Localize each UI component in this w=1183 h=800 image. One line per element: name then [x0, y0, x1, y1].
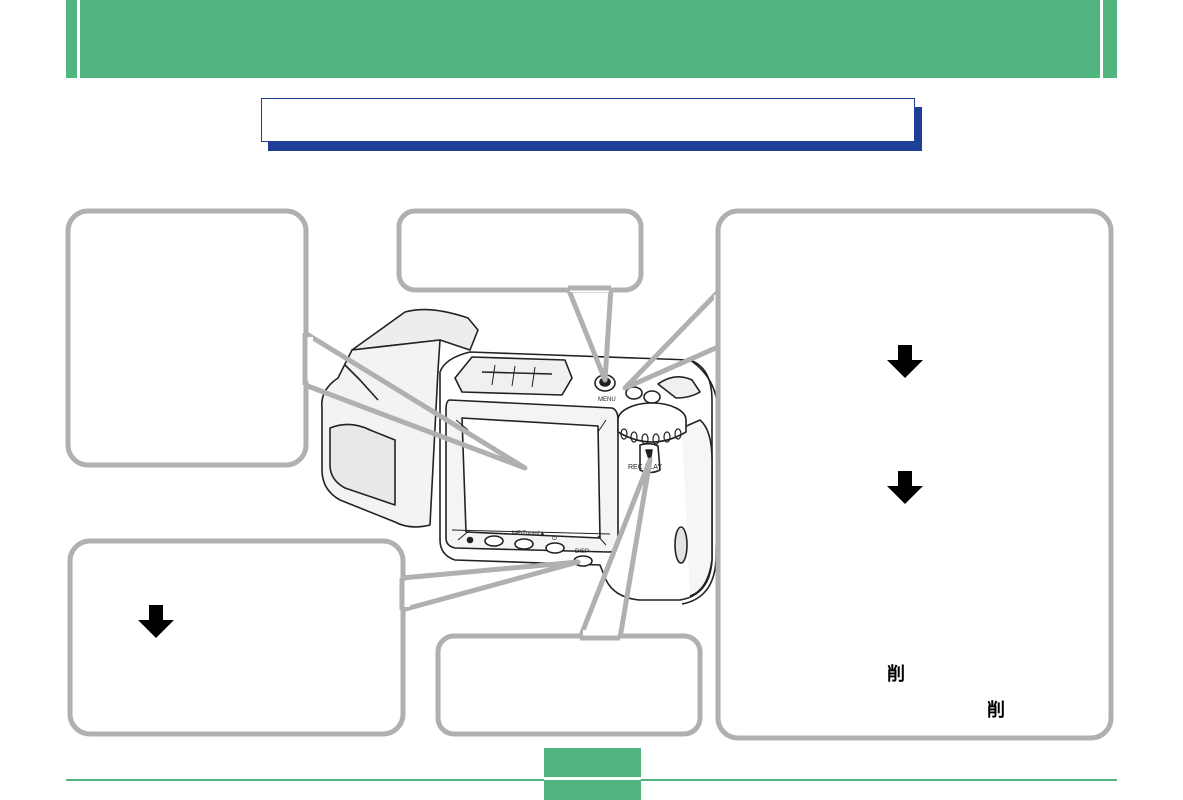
menu-button-label: MENU — [598, 397, 616, 403]
arrow-down-icon — [138, 605, 174, 638]
arrow-down-icon — [887, 471, 923, 504]
header-bar — [66, 0, 1117, 78]
lcd-button-label: MF/Zoom/▲ — [512, 531, 545, 537]
trash-icon: 削 — [887, 663, 905, 685]
pointer-right — [622, 290, 720, 391]
callout-box-top-center — [396, 208, 644, 293]
page-number-tab — [544, 748, 641, 800]
section-title-box — [261, 98, 915, 142]
lcd-button-label: ⏻ — [552, 535, 557, 542]
callout-box-top-left — [65, 208, 309, 468]
pointer-top-center — [565, 287, 614, 383]
callout-boxes — [65, 208, 1114, 741]
page-tab-gap — [544, 777, 641, 780]
callout-box-bottom-left — [67, 538, 406, 737]
callout-pointers — [303, 287, 720, 639]
pointer-top-left — [303, 330, 528, 471]
header-stripe-right — [1100, 0, 1103, 78]
lcd-button-label: DISP — [575, 549, 589, 555]
pointer-bottom-center — [577, 457, 653, 639]
trash-icon: 削 — [987, 699, 1005, 721]
arrow-down-icon — [887, 345, 923, 378]
pointer-bottom-left — [401, 559, 581, 613]
callout-box-bottom-center — [435, 633, 703, 737]
header-stripe-left — [77, 0, 80, 78]
callout-box-right — [715, 208, 1114, 741]
